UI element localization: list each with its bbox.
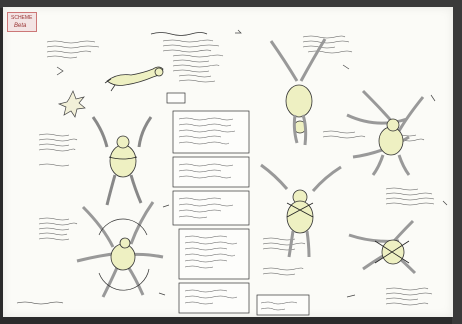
figure-bottom-right xyxy=(349,221,415,273)
sketch-sheet: SCHEME Beta xyxy=(3,7,453,317)
spiky-sketch xyxy=(59,91,85,117)
right-frame-edge xyxy=(452,0,462,324)
inverted-figure xyxy=(271,39,325,145)
figure-arms-raised xyxy=(93,117,151,205)
figure-sketches xyxy=(3,7,453,317)
winged-figure xyxy=(347,91,423,175)
spinning-figure xyxy=(77,202,163,297)
reclining-figure xyxy=(105,67,163,91)
